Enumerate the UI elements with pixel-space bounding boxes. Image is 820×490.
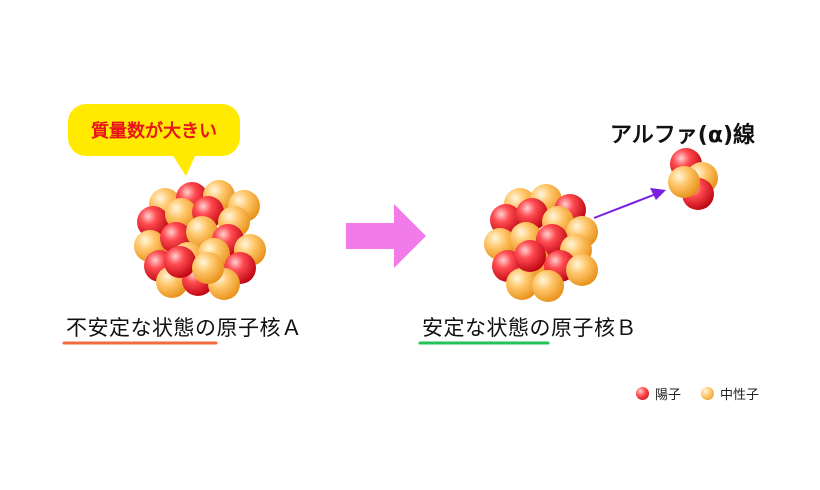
nucleus-b xyxy=(484,184,598,302)
proton xyxy=(514,240,546,272)
neutron xyxy=(192,252,224,284)
legend: 陽子 中性子 xyxy=(636,384,759,403)
speech-bubble: 質量数が大きい xyxy=(68,104,240,156)
neutron xyxy=(506,268,538,300)
bubble-text: 質量数が大きい xyxy=(91,121,217,142)
neutron-legend-icon xyxy=(701,387,715,400)
emission-arrow-head xyxy=(650,188,666,200)
neutron xyxy=(165,198,197,230)
bubble-tail xyxy=(172,154,196,176)
proton xyxy=(137,206,169,238)
neutron xyxy=(668,166,700,198)
proton xyxy=(164,246,196,278)
transition-arrow xyxy=(346,204,426,268)
neutron xyxy=(532,270,564,302)
nucleus-b-label: 安定な状態の原子核Ｂ xyxy=(422,316,637,340)
alpha-particle xyxy=(668,148,718,210)
legend-proton-label: 陽子 xyxy=(655,388,682,403)
alpha-ray-label: アルファ(α)線 xyxy=(610,123,756,148)
neutron xyxy=(566,254,598,286)
emission-arrow-line xyxy=(593,193,657,219)
nucleus-a-label: 不安定な状態の原子核Ａ xyxy=(66,316,303,340)
proton xyxy=(536,224,568,256)
proton xyxy=(516,198,548,230)
proton-legend-icon xyxy=(636,387,649,400)
nucleus-a xyxy=(134,180,266,300)
legend-neutron-label: 中性子 xyxy=(720,388,760,403)
